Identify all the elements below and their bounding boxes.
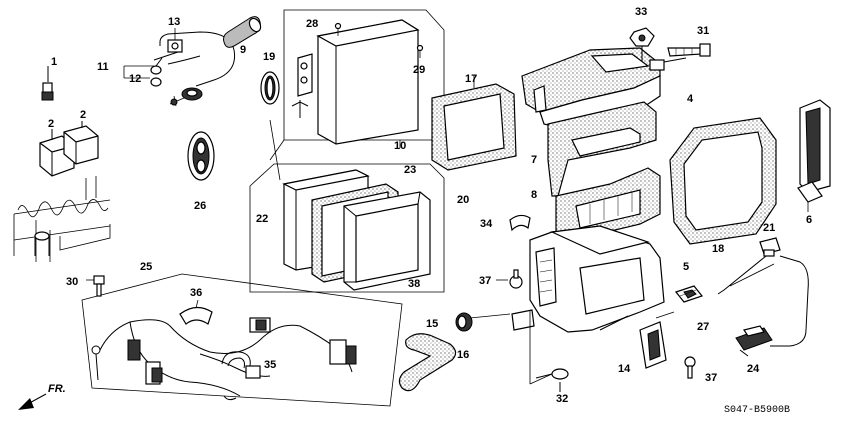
callout-11: 11 [97,61,109,73]
callout-2a: 2 [80,109,86,121]
callout-7: 7 [531,154,537,166]
callout-10: 10 [394,140,406,152]
leader-lines-11-12-13 [123,28,176,79]
leader-19 [269,119,281,181]
relay-part-2 [39,121,99,177]
direction-label: FR. [48,383,66,395]
screw-part-37-upper [496,269,523,289]
callout-32: 32 [556,393,568,405]
bracket-part-14 [639,311,675,369]
callout-16: 16 [457,349,469,361]
clip-part-27 [674,285,704,303]
callout-34: 34 [480,218,493,230]
grommet-part-26 [187,131,215,181]
drain-hose-part-15 [398,333,457,392]
bolt-part-31 [667,43,711,57]
callout-13: 13 [168,16,180,28]
diagram-code: S047-B5900B [724,405,790,416]
front-direction-arrow-icon [18,393,47,410]
evaporator-group-part-10 [269,9,445,161]
callout-2b: 2 [48,118,54,130]
callout-19: 19 [263,51,275,63]
callout-18: 18 [712,243,724,255]
relay-bracket [13,176,111,262]
callout-22: 22 [256,213,268,225]
callout-25: 25 [140,261,152,273]
callout-29: 29 [413,64,425,76]
callout-1: 1 [51,56,57,68]
case-part-8 [555,167,661,247]
callout-37a: 37 [479,275,491,287]
filter-group-part-20 [249,163,445,293]
callout-12: 12 [129,73,141,85]
wire-harness-part-25 [81,273,403,407]
callout-24: 24 [747,363,760,375]
callout-8: 8 [531,189,537,201]
callout-26: 26 [194,200,206,212]
seal-part-17 [431,76,517,171]
case-part-7 [547,101,657,197]
callout-36: 36 [190,287,202,299]
callout-30: 30 [66,276,78,288]
callout-14: 14 [618,363,631,375]
callout-23: 23 [404,164,416,176]
callout-9: 9 [240,44,246,56]
side-cover-part-6 [797,99,831,212]
clip-part-36 [179,299,213,325]
callout-31: 31 [697,25,709,37]
screw-part-32 [529,310,569,392]
callout-4: 4 [687,93,694,105]
callout-33: 33 [635,6,647,18]
callout-27: 27 [697,321,709,333]
lower-case-part-5 [511,225,665,333]
clip-part-34 [509,214,531,232]
clip-part-35 [221,351,251,369]
sensor-part-21 [717,237,809,347]
callout-20: 20 [457,194,469,206]
relay-connector-part-1 [41,66,54,101]
seal-part-18 [669,117,777,245]
callout-28: 28 [306,18,318,30]
thermostat-part-11 [150,31,236,107]
callout-38: 38 [408,278,420,290]
callout-37b: 37 [705,372,717,384]
nut-part-33 [629,27,655,62]
callout-15: 15 [426,318,438,330]
drain-tube-part-9 [223,16,262,48]
callout-5: 5 [683,261,689,273]
upper-case-part-4 [521,47,687,129]
grommet-part-16 [455,312,511,332]
callout-6: 6 [806,214,812,226]
screw-part-37-lower [684,356,696,379]
callout-17: 17 [465,73,477,85]
callout-21: 21 [763,222,775,234]
connector-part-24 [735,325,773,357]
seal-part-19 [260,71,280,105]
callout-35: 35 [264,359,276,371]
bolt-part-30 [86,275,105,297]
